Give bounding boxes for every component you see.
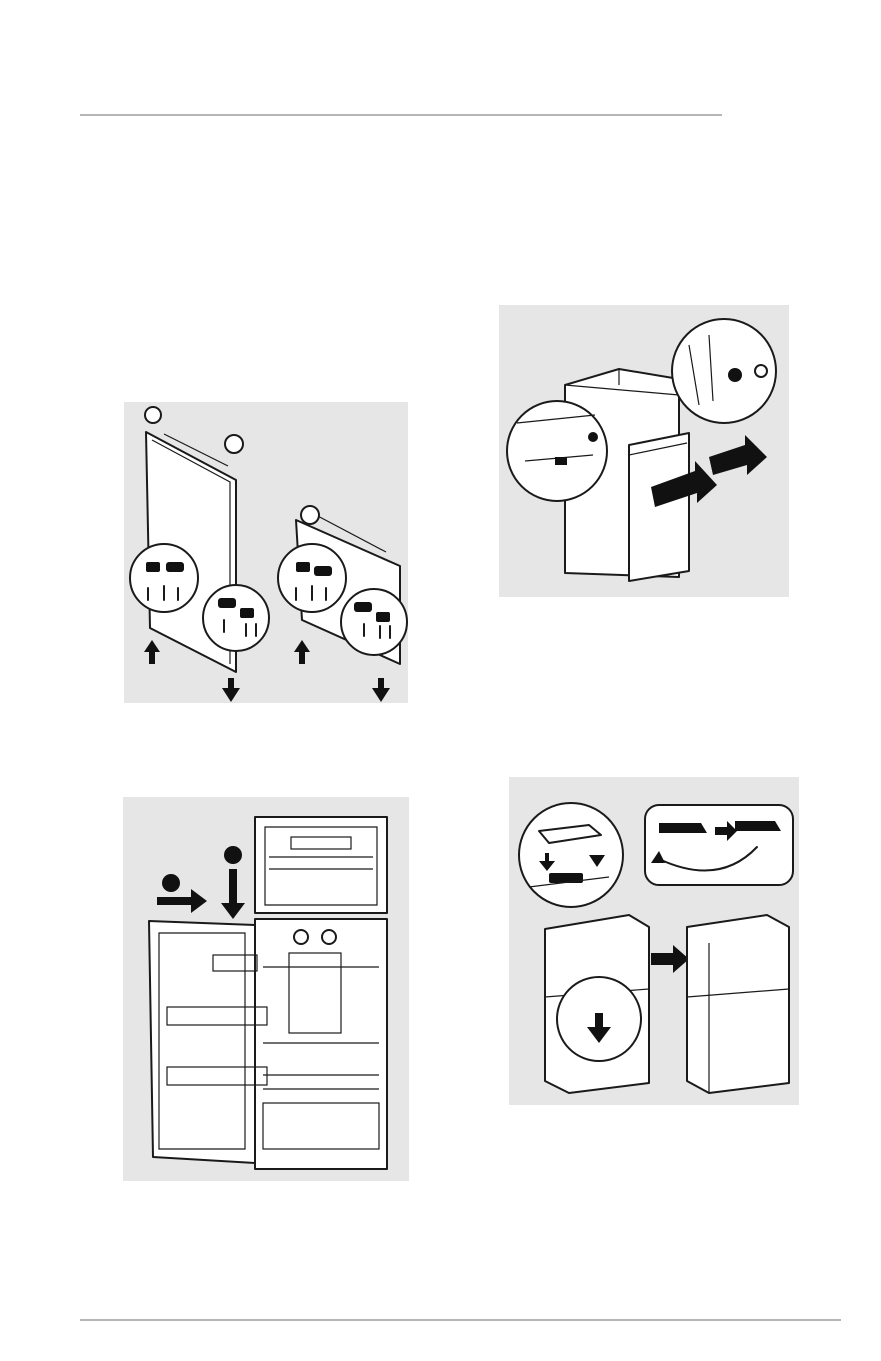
step-dot-icon [162, 874, 180, 892]
right-arrow-icon [157, 889, 207, 913]
hinge-parts-magnifier [130, 544, 198, 612]
interior-figure [123, 797, 409, 1181]
hinge-parts-magnifier [278, 544, 346, 612]
step-dot-icon [224, 846, 242, 864]
fridge-door [629, 433, 689, 581]
door-installation-figure [499, 305, 789, 597]
hinge-cover-magnifier [519, 803, 623, 907]
up-arrow-icon [294, 640, 310, 664]
fridge-after [687, 915, 789, 1093]
push-arrow-icon [709, 435, 767, 475]
hinge-swap-box [645, 805, 793, 885]
screw-callout-icon [225, 435, 243, 453]
screw-callout-icon [301, 506, 319, 524]
open-door [149, 921, 255, 1163]
right-arrow-icon [651, 945, 689, 973]
door-mount-illustration [499, 305, 789, 597]
hinge-parts-magnifier [341, 589, 407, 655]
hinge-cover-figure [509, 777, 799, 1105]
freezer-compartment [255, 817, 387, 913]
bottom-divider [80, 1319, 841, 1321]
fresh-food-compartment [255, 919, 387, 1169]
door-hardware-removal-illustration [124, 402, 408, 703]
down-arrow-icon [372, 678, 390, 702]
hinge-parts-magnifier [203, 585, 269, 651]
top-divider [80, 114, 722, 116]
door-hinge-figure [124, 402, 408, 703]
screw-callout-icon [145, 407, 161, 423]
hinge-cover-swap-illustration [509, 777, 799, 1105]
down-arrow-icon [221, 869, 245, 919]
hinge-magnifier [507, 401, 607, 501]
up-arrow-icon [144, 640, 160, 664]
open-refrigerator-illustration [123, 797, 409, 1181]
down-arrow-icon [222, 678, 240, 702]
